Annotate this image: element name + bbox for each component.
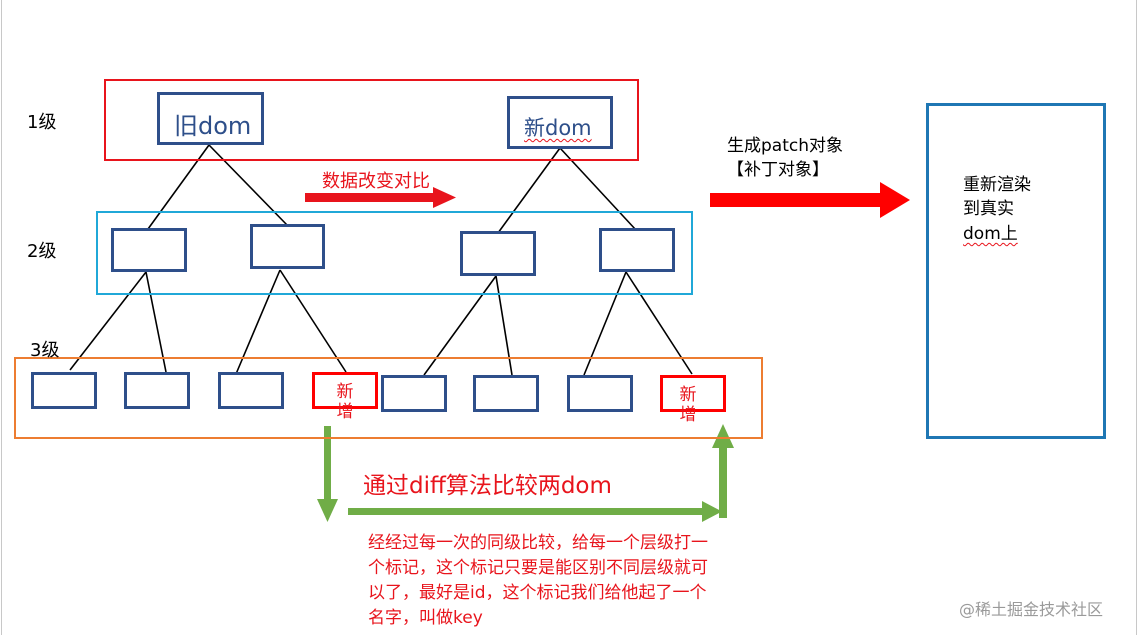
diff-title: 通过diff算法比较两dom (363, 466, 612, 500)
tree-edge (279, 269, 347, 373)
new-dom-node: 新dom (507, 96, 613, 149)
new-dom-label: 新dom (524, 116, 592, 140)
level2-node (460, 231, 536, 276)
tree-edge (145, 271, 167, 373)
watermark: @稀土掘金技术社区 (959, 600, 1104, 619)
explanation-text: 经经过每一次的同级比较，给每一个层级打一 个标记，这个标记只要是能区别不同层级就… (368, 531, 808, 631)
level2-node (111, 228, 187, 272)
added-label: 新 增 (333, 382, 357, 422)
tree-edge (69, 271, 147, 371)
level3-label: 3级 (30, 340, 60, 361)
explanation-line: 经经过每一次的同级比较，给每一个层级打一 (368, 533, 708, 553)
tree-edge (559, 147, 637, 231)
level2-node (250, 224, 325, 269)
level3-node (381, 375, 447, 412)
added-label-char: 新 (336, 382, 354, 402)
patch-sub-label: 【补丁对象】 (727, 160, 829, 180)
compare-arrow (305, 187, 456, 208)
added-node (312, 372, 378, 409)
right-border (1136, 0, 1137, 635)
tree-edge (235, 269, 281, 375)
level3-group (14, 357, 763, 439)
added-label-char: 新 (679, 385, 697, 405)
left-border (1, 0, 2, 635)
old-dom-label: 旧dom (174, 112, 252, 140)
diff-arrows (317, 424, 734, 522)
added-label-char: 增 (336, 402, 354, 422)
added-label-char: 增 (679, 405, 697, 425)
rerender-label: 重新渲染 (963, 175, 1031, 195)
added-node (660, 375, 726, 412)
data-change-label: 数据改变对比 (322, 171, 430, 192)
level3-node (567, 375, 633, 412)
level3-node (31, 372, 97, 409)
rerender-label: dom上 (963, 224, 1018, 244)
explanation-line: 个标记，这个标记只要是能区别不同层级就可 (368, 558, 708, 578)
level3-node (473, 375, 539, 412)
level2-label: 2级 (27, 241, 57, 262)
level3-node (124, 372, 190, 409)
diff-title-text: 通过diff算法比较两dom (363, 473, 612, 499)
level2-group (96, 211, 693, 295)
level1-group (104, 79, 639, 161)
explanation-line: 名字，叫做key (368, 608, 483, 628)
level1-label: 1级 (27, 112, 57, 133)
tree-edge (497, 147, 561, 234)
rerender-label: 到真实 (963, 199, 1014, 219)
level3-node (218, 372, 284, 409)
explanation-line: 以了，最好是id，这个标记我们给他起了一个 (368, 583, 707, 603)
old-dom-node: 旧dom (157, 92, 264, 145)
added-label: 新 增 (676, 385, 700, 425)
level2-node (599, 228, 675, 272)
patch-label: 生成patch对象 (727, 136, 843, 156)
real-dom-box (926, 103, 1106, 439)
render-arrow (710, 182, 910, 218)
